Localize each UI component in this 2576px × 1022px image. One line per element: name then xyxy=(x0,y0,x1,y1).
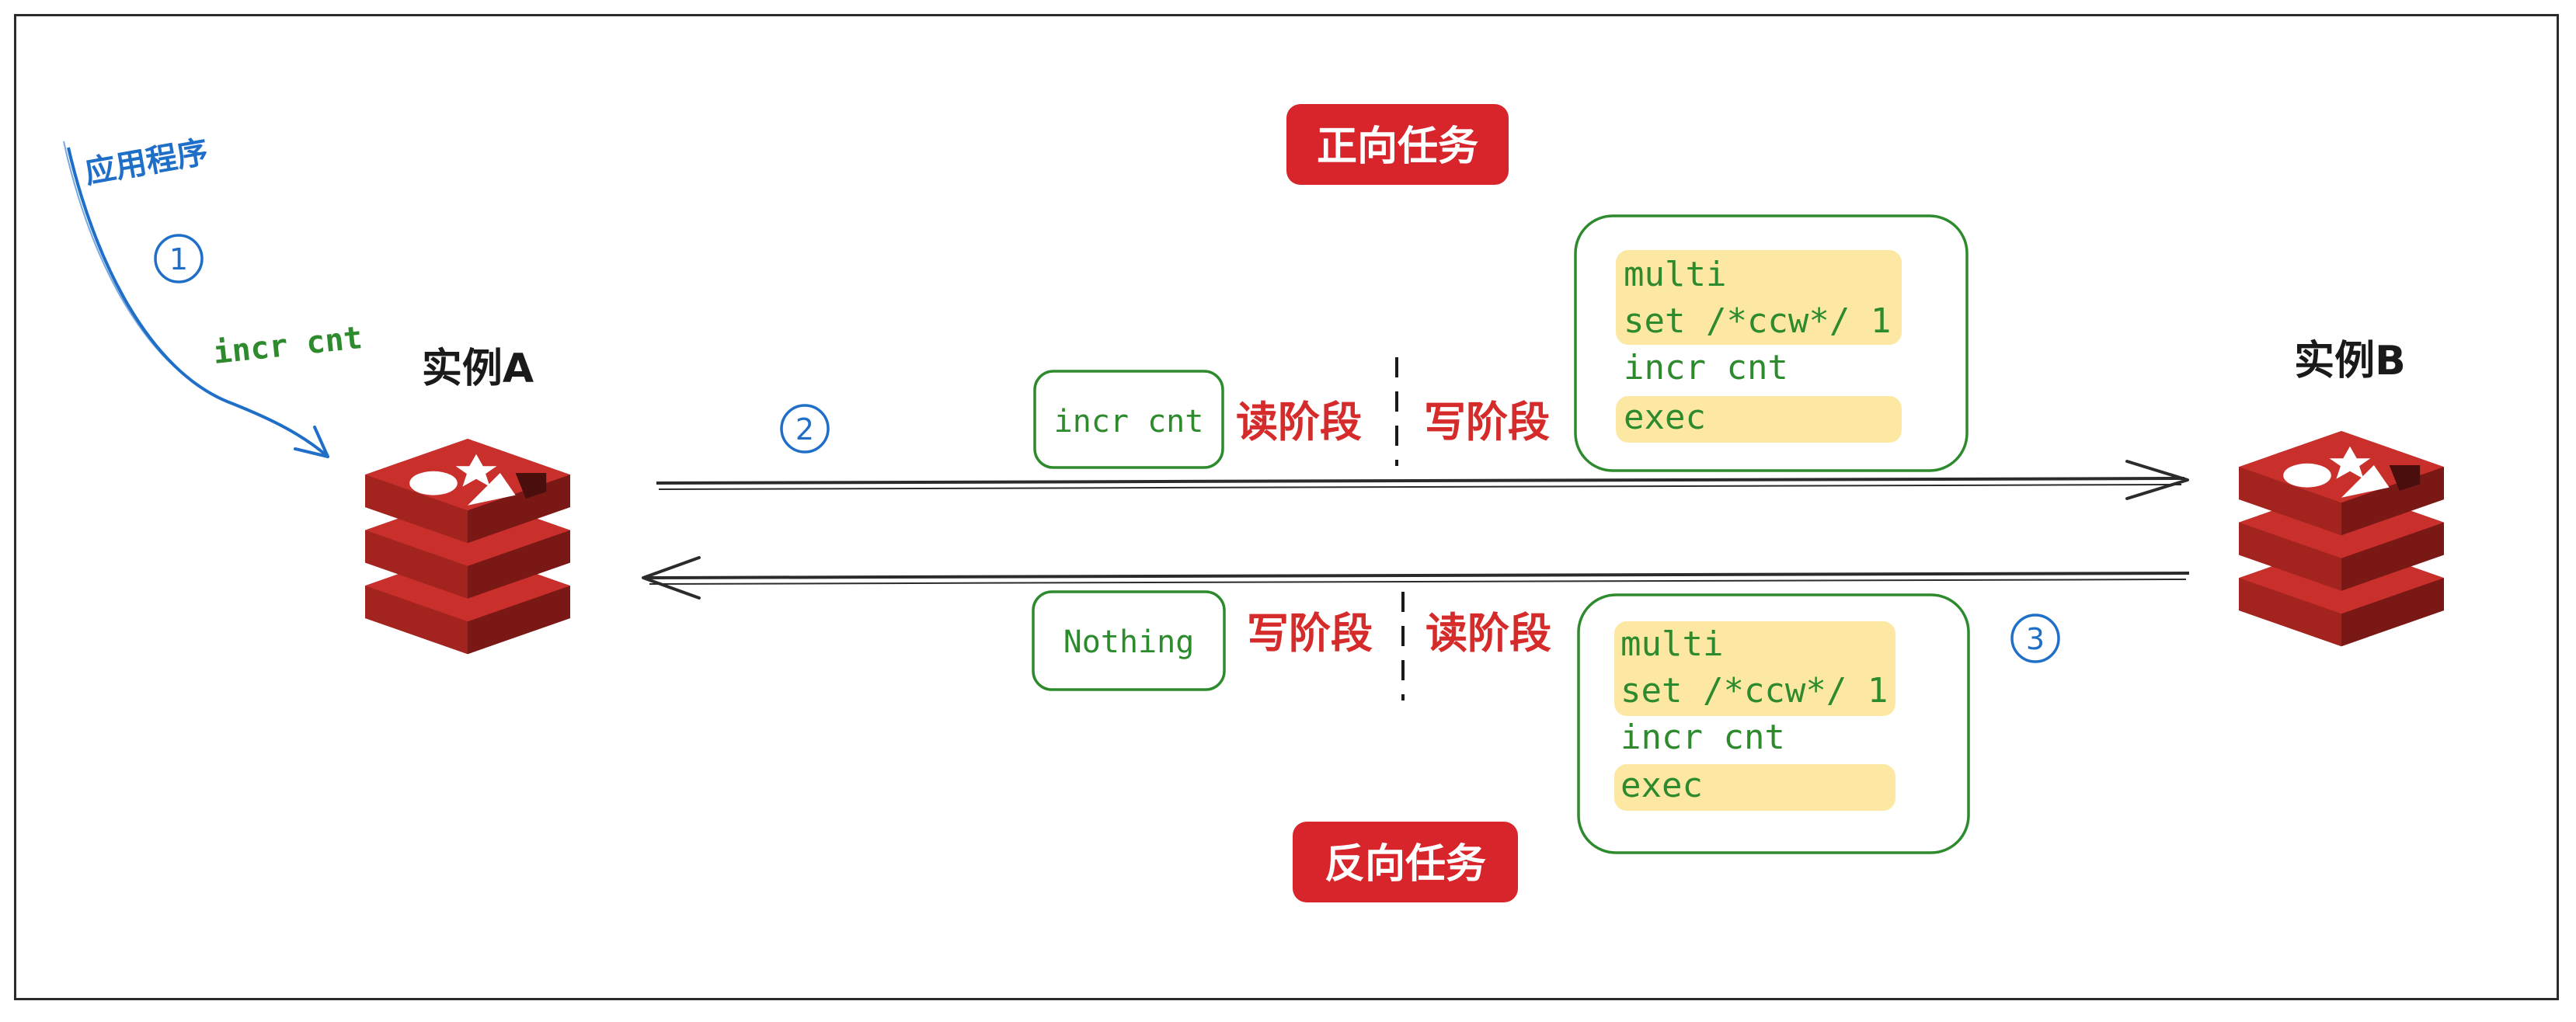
reverse-highlight-1 xyxy=(1614,621,1895,716)
step-1-number: 1 xyxy=(169,242,188,276)
forward-highlight-2 xyxy=(1616,396,1902,443)
forward-arrow xyxy=(656,460,2189,500)
forward-command-text: incr cnt xyxy=(1054,404,1204,440)
app-arrow xyxy=(63,141,329,458)
reverse-tx-line-2: set /*ccw*/ 1 xyxy=(1620,671,1888,711)
reverse-phase-read: 读阶段 xyxy=(1426,609,1551,658)
step-3-badge: 3 xyxy=(2010,614,2060,663)
reverse-phase-write: 写阶段 xyxy=(1247,609,1373,658)
redis-a-icon xyxy=(365,439,570,655)
app-label: 应用程序 xyxy=(82,134,211,191)
app-command: incr cnt xyxy=(211,320,364,371)
step-2-badge: 2 xyxy=(780,404,830,454)
forward-tx-line-2: set /*ccw*/ 1 xyxy=(1624,301,1891,341)
step-2-number: 2 xyxy=(795,412,814,447)
reverse-transaction-box: multi set /*ccw*/ 1 incr cnt exec xyxy=(1577,593,1970,854)
step-1-badge: 1 xyxy=(154,234,204,283)
instance-b-label: 实例B xyxy=(2294,338,2406,384)
forward-tx-line-1: multi xyxy=(1624,255,1726,294)
reverse-task-badge: 反向任务 xyxy=(1293,822,1518,902)
reverse-tx-line-3: incr cnt xyxy=(1620,718,1785,757)
forward-task-title: 正向任务 xyxy=(1317,123,1478,170)
reverse-tx-line-4: exec xyxy=(1620,766,1703,805)
instance-a-label: 实例A xyxy=(422,346,534,392)
forward-highlight-1 xyxy=(1616,250,1902,345)
forward-phase-write: 写阶段 xyxy=(1424,398,1550,447)
reverse-highlight-2 xyxy=(1614,764,1895,811)
redis-b-icon xyxy=(2239,431,2444,647)
reverse-arrow xyxy=(642,556,2190,600)
forward-phase-read: 读阶段 xyxy=(1236,398,1362,447)
forward-transaction-box: multi set /*ccw*/ 1 incr cnt exec xyxy=(1574,214,1969,472)
step-3-number: 3 xyxy=(2026,622,2045,656)
forward-tx-line-3: incr cnt xyxy=(1624,348,1788,388)
reverse-command-text: Nothing xyxy=(1063,624,1195,660)
forward-command-box: incr cnt xyxy=(1033,370,1224,469)
reverse-command-box: Nothing xyxy=(1032,590,1226,691)
forward-tx-line-4: exec xyxy=(1624,398,1706,437)
forward-task-badge: 正向任务 xyxy=(1286,104,1509,185)
reverse-tx-line-1: multi xyxy=(1620,624,1723,664)
reverse-task-title: 反向任务 xyxy=(1325,841,1486,888)
